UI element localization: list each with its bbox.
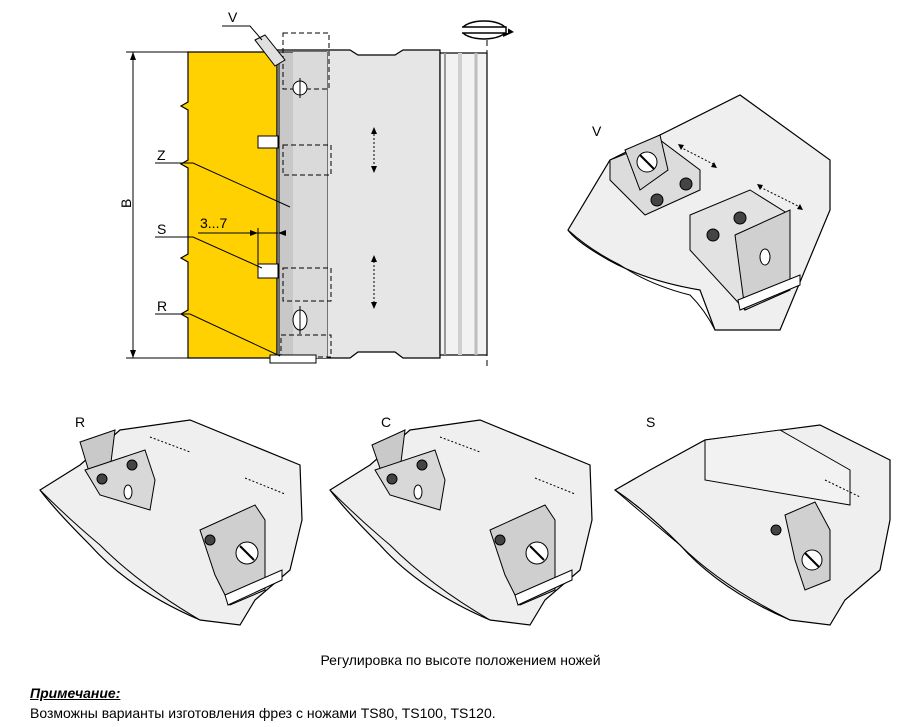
note-title: Примечание:	[30, 685, 121, 701]
label-c-detail: C	[381, 414, 391, 430]
label-s-main: S	[157, 221, 166, 237]
main-section-view: V B Z 3...7 S R	[118, 9, 514, 370]
rotation-icon	[460, 20, 514, 40]
label-s-detail: S	[646, 414, 655, 430]
shaft	[439, 52, 488, 356]
label-v-detail: V	[592, 123, 602, 139]
detail-view-s: S	[613, 414, 891, 626]
detail-view-r: R	[39, 414, 303, 626]
label-z: Z	[157, 147, 166, 163]
detail-view-v: V	[567, 94, 831, 331]
label-b: B	[118, 199, 134, 208]
note-text: Возможны варианты изготовления фрез с но…	[30, 705, 496, 721]
label-v-main: V	[228, 9, 238, 25]
yellow-blade	[179, 51, 278, 359]
label-range: 3...7	[200, 215, 227, 231]
detail-view-c: C	[329, 414, 593, 626]
label-r-detail: R	[75, 414, 85, 430]
label-r-main: R	[157, 298, 167, 314]
figure-caption: Регулировка по высоте положением ножей	[320, 652, 601, 668]
